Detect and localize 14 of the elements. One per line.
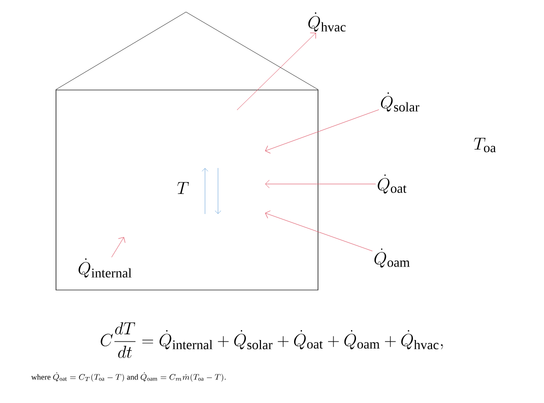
math-label: $\dot{Q}_{\mathrm{solar}}$: [380, 92, 420, 112]
math-label: $\dot{Q}_{\mathrm{oam}}$: [374, 248, 410, 268]
arrow: [265, 109, 380, 154]
arrow: [265, 210, 373, 252]
math-label: $T_{\mathrm{oa}}$: [474, 138, 496, 152]
arrow: [265, 180, 376, 188]
equation: $\text{where } \dot{Q}_{\mathrm{oat}} = C_T(T_{\mathrm{oa}} - T) \text{ and } \dot{Q}_{\mathrm{oam}} = C_m\dot{m}(T_{\mathrm{oa}} - T).$: [31, 372, 226, 382]
math-label: $\dot{Q}_{\mathrm{internal}}$: [78, 258, 132, 278]
math-label: $\dot{Q}_{\mathrm{hvac}}$: [308, 12, 346, 32]
arrow: [111, 237, 126, 258]
math-label: $T$: [177, 182, 189, 194]
math-label: $\dot{Q}_{\mathrm{oat}}$: [378, 174, 406, 194]
arrow: [236, 32, 316, 110]
equation: $C\frac{dT}{dt} = \dot{Q}_{\mathrm{internal}} + \dot{Q}_{\mathrm{solar}} + \dot{Q}_{\mathrm{oat}} + \dot{Q}_{\mathrm{oam}} + \dot{Q}_{\mathrm{hvac}},$: [100, 322, 443, 358]
